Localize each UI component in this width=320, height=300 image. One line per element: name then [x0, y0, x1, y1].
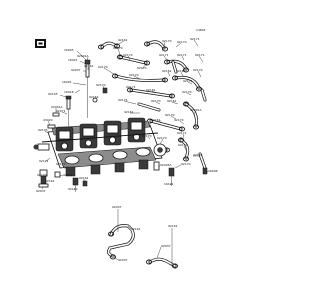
part-label: 92170 [37, 173, 47, 177]
left-small-parts [38, 59, 208, 192]
leader-lines [41, 39, 209, 267]
part-label: 92170 [96, 83, 106, 87]
carburetor-parts-diagram: 14802 [33, 28, 218, 269]
part-label: 92170 [68, 187, 78, 191]
part-label: 92145 [38, 128, 48, 132]
part-label: 92171 [183, 79, 193, 83]
part-label: 92171 [195, 53, 205, 57]
part-label: 16191 [164, 182, 174, 186]
part-label: 92170 [177, 40, 187, 44]
part-label: 92161 [168, 224, 178, 228]
part-label: 92171 [178, 143, 188, 147]
part-label: 92170 [174, 118, 184, 122]
part-label: 92145 [193, 153, 203, 157]
parts-kit-emblem-icon [35, 39, 46, 48]
part-label: 92170 [137, 66, 147, 70]
part-label: 92154 [89, 95, 99, 99]
part-label: 92171 [177, 53, 187, 57]
part-label: 92170 [157, 136, 167, 140]
part-label: 16018 [64, 90, 74, 94]
part-label: 92037 [36, 189, 46, 193]
carburetor-assembly [33, 117, 167, 177]
part-label: 92161 [45, 179, 55, 183]
part-label: 92170 [151, 99, 161, 103]
part-label: 92037 [161, 244, 171, 248]
part-label: 92161 [84, 64, 94, 68]
part-label: 92171 [39, 159, 49, 163]
part-label: 92170 [113, 46, 123, 50]
part-label: 92161 [167, 99, 177, 103]
part-label: 92170 [162, 39, 172, 43]
hose-clamps [98, 41, 202, 162]
part-label: 92037 [71, 68, 81, 72]
part-label: 92001A [190, 108, 203, 112]
part-label: 92001 [63, 173, 73, 177]
part-label: 92171 [126, 85, 136, 89]
diagram-ref-number: 14802 [196, 28, 206, 32]
part-label: 92170 [181, 162, 191, 166]
part-label: 92037 [112, 205, 122, 209]
part-label: 16001 [62, 80, 72, 84]
part-label: 43020 [43, 118, 53, 122]
part-label: 92171 [159, 53, 169, 57]
part-label: 92170 [165, 113, 175, 117]
part-label: 16096 [208, 169, 218, 173]
part-label: 16021 [68, 58, 78, 62]
part-label: 92170 [193, 68, 203, 72]
part-label: 92161 [118, 38, 128, 42]
part-number-labels: 16003 92161 92170 92001A 92170 92170 921… [36, 37, 218, 262]
part-label: 92161 [162, 69, 172, 73]
part-label: 92170 [182, 90, 192, 94]
part-label: 92170 [142, 134, 152, 138]
part-label: 92037 [118, 258, 128, 262]
part-label: 92161 [146, 88, 156, 92]
part-label: 92170 [98, 65, 108, 69]
part-label: 92145 [48, 92, 58, 96]
part-label: 92005A [160, 163, 173, 167]
part-label: 92161 [131, 227, 141, 231]
part-label: 92170 [56, 162, 66, 166]
part-label: 92071 [56, 109, 66, 113]
part-label: 16003 [64, 48, 74, 52]
part-label: 92170 [129, 73, 139, 77]
part-label: 92161 [176, 69, 186, 73]
part-label: 92001A [51, 105, 64, 109]
part-label: 92161 [124, 110, 134, 114]
part-label: 92171 [177, 131, 187, 135]
part-label: 92170 [123, 53, 133, 57]
part-label: 92161 [151, 118, 161, 122]
part-label: 92001A [77, 54, 90, 58]
part-label: 92161 [79, 176, 89, 180]
part-label: 92171 [190, 37, 200, 41]
part-label: 92171 [118, 98, 128, 102]
